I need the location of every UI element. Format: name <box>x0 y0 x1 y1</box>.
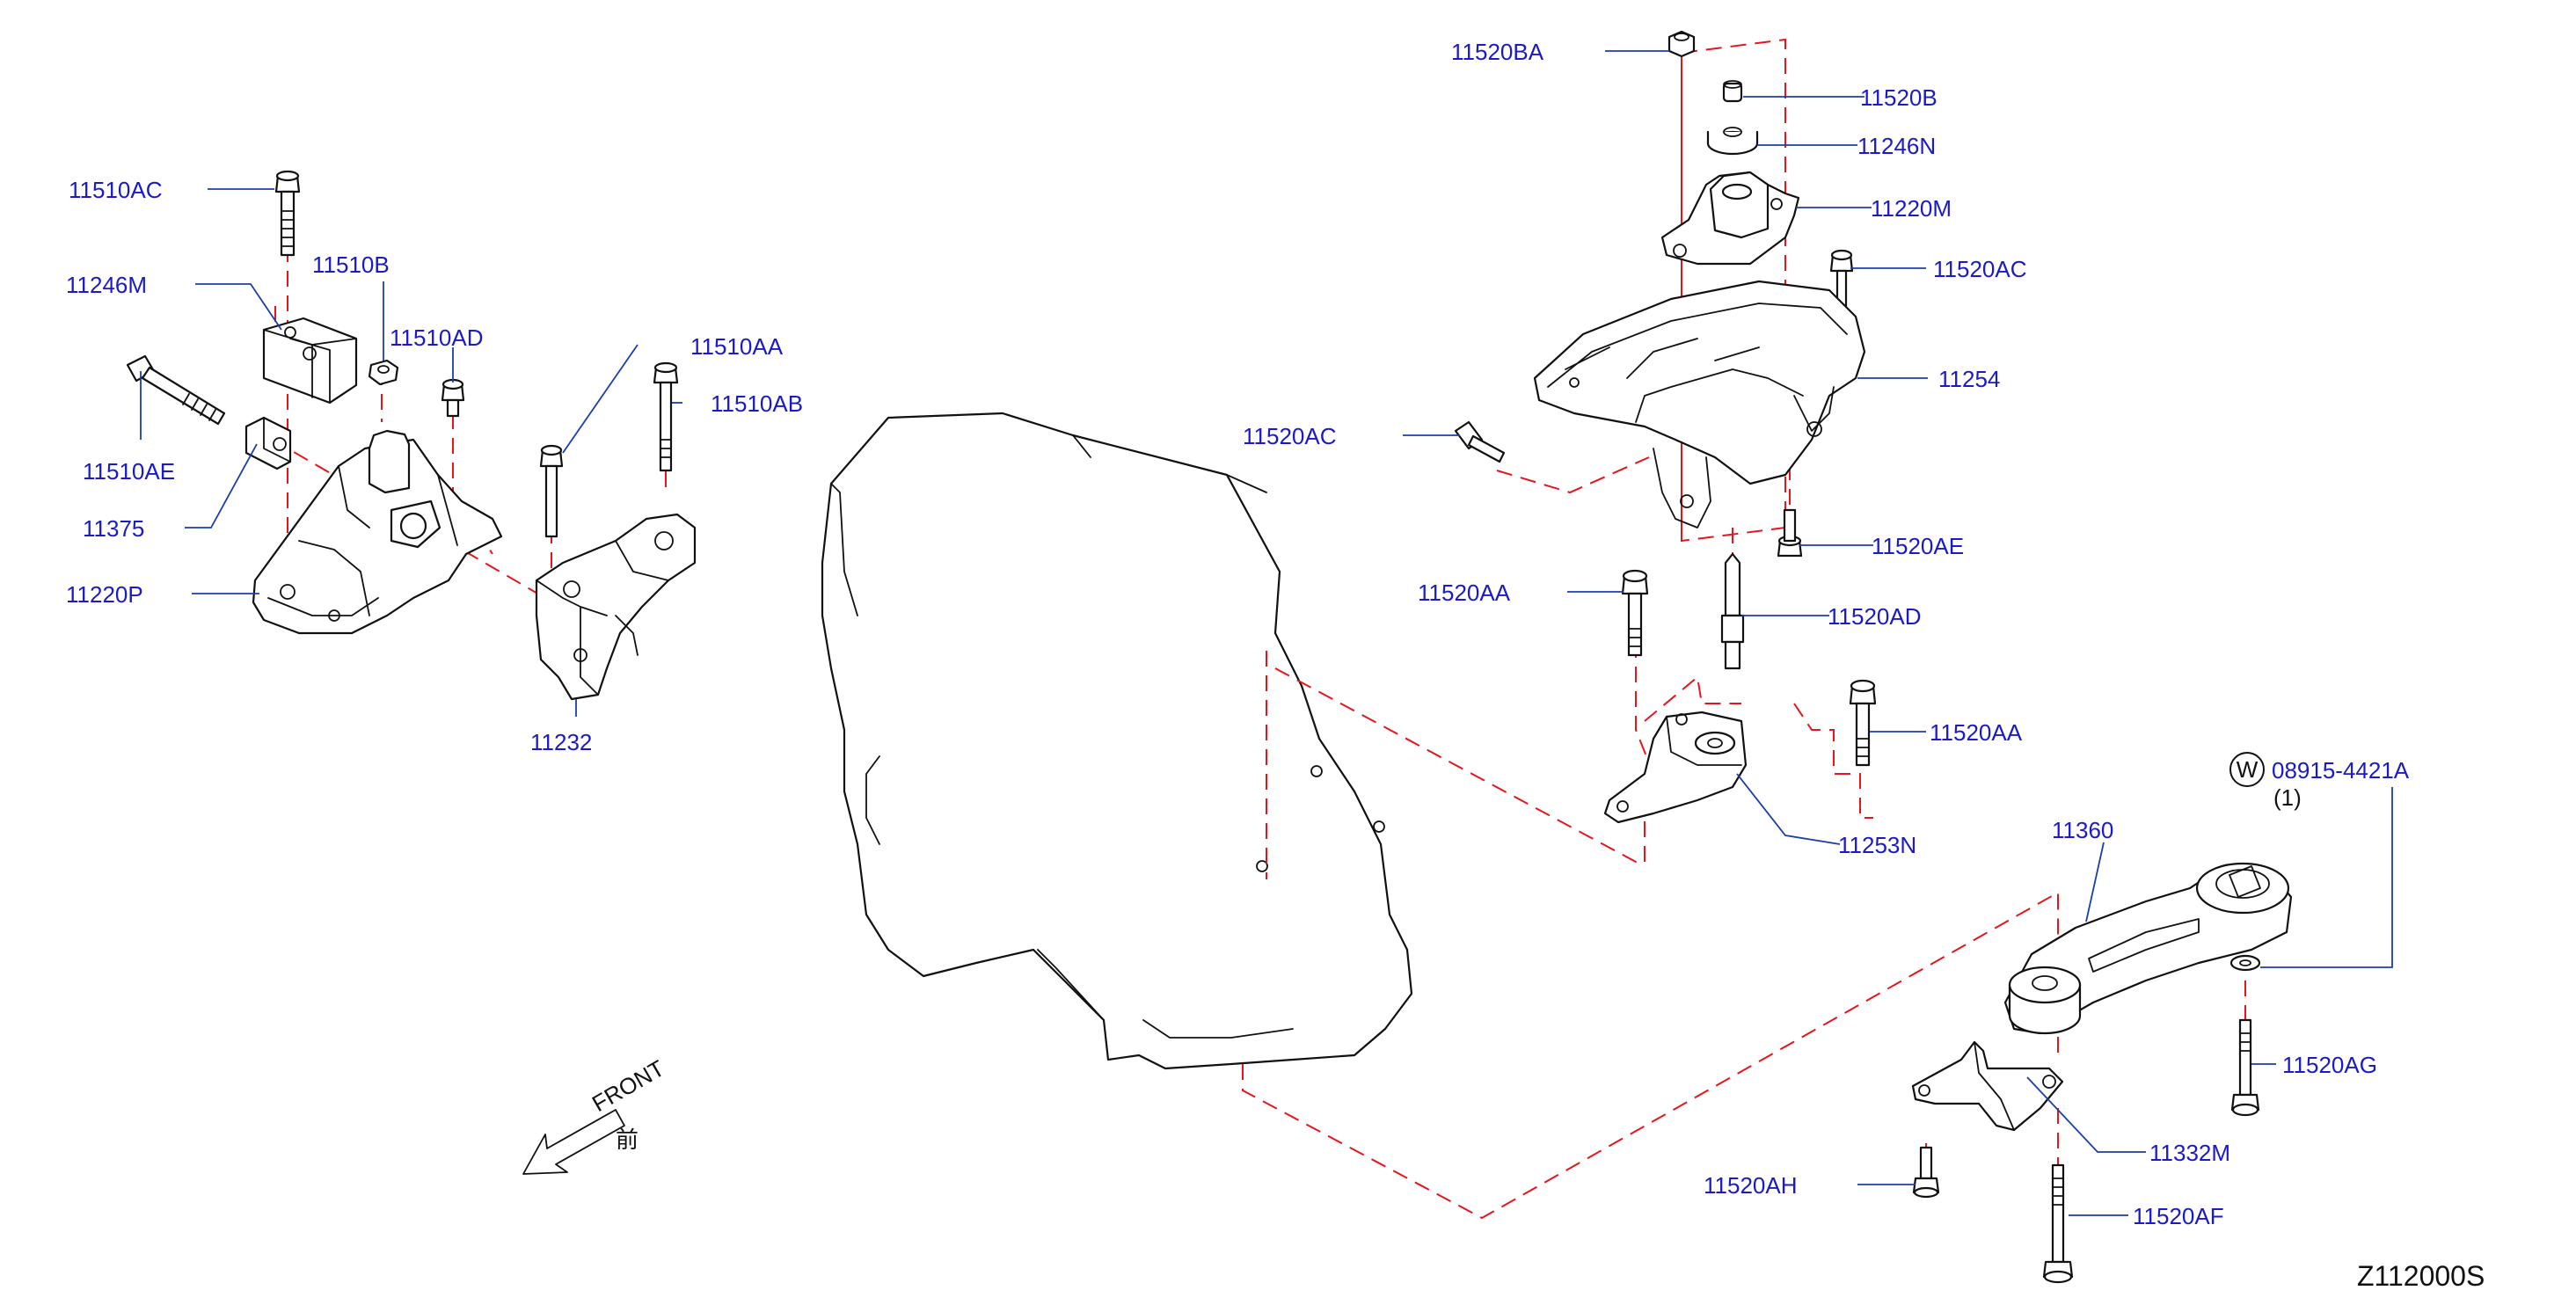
washer-badge-w: W <box>2229 752 2265 787</box>
diagram-code: Z112000S <box>2357 1260 2485 1292</box>
nut-11520BA <box>1667 30 1696 58</box>
leader-lines <box>140 50 2393 1216</box>
bolt-11520AE <box>1777 508 1803 558</box>
mount-11220P <box>252 429 503 635</box>
label-11520AE: 11520AE <box>1872 533 1964 559</box>
bolt-11520AF <box>2042 1163 2074 1284</box>
label-11246N: 11246N <box>1857 133 1936 159</box>
bracket-11253N <box>1603 711 1748 824</box>
label-11520AC-left: 11520AC <box>1243 423 1337 449</box>
label-11332M: 11332M <box>2149 1140 2230 1166</box>
front-arrow-icon <box>522 1109 625 1175</box>
label-11220M: 11220M <box>1871 195 1952 222</box>
mount-11220M <box>1660 171 1800 266</box>
torque-rod-group <box>1911 862 2293 1284</box>
bolt-11510AC <box>274 170 301 257</box>
label-11510AE: 11510AE <box>83 458 175 485</box>
label-11510B: 11510B <box>312 252 390 278</box>
label-11520AG: 11520AG <box>2282 1052 2377 1078</box>
label-11520AA-right: 11520AA <box>1930 719 2023 746</box>
label-11510AD: 11510AD <box>390 324 484 351</box>
bolt-11520AG <box>2230 1018 2260 1117</box>
bracket-11332M <box>1911 1040 2064 1132</box>
bolt-11520AC-left <box>1454 420 1506 463</box>
label-11375: 11375 <box>83 515 144 542</box>
front-indicator: FRONT 前 <box>522 1054 669 1175</box>
washer-08915-4421A <box>2229 954 2261 972</box>
engine-block <box>821 412 1413 1070</box>
bolt-11520AA-right <box>1849 679 1877 767</box>
label-11520AH: 11520AH <box>1704 1172 1798 1199</box>
label-11253N: 11253N <box>1838 832 1916 858</box>
nut-11510B <box>368 359 399 386</box>
bracket-11232 <box>535 513 697 701</box>
label-11520BA: 11520BA <box>1451 39 1544 65</box>
label-11246M: 11246M <box>66 272 147 298</box>
label-11220P: 11220P <box>66 581 143 608</box>
label-11232: 11232 <box>530 729 592 755</box>
collar-11520B <box>1722 80 1743 103</box>
front-label: FRONT <box>587 1054 669 1117</box>
stopper-11246M <box>262 317 358 405</box>
label-11520AD: 11520AD <box>1828 603 1922 630</box>
bolt-11510AE <box>126 354 226 426</box>
badge-w-text: W <box>2237 756 2259 783</box>
bolt-11520AC-top <box>1829 249 1854 308</box>
front-kanji: 前 <box>616 1127 639 1154</box>
left-mount-group <box>126 170 697 701</box>
bolt-11510AA <box>539 444 564 538</box>
label-11510AB: 11510AB <box>711 390 803 417</box>
washer-11246N <box>1706 127 1759 156</box>
bolt-11520AA-left <box>1621 569 1649 657</box>
torque-rod-11360 <box>2003 862 2293 1035</box>
bolt-11510AB <box>653 361 679 472</box>
label-11510AC: 11510AC <box>69 177 163 203</box>
label-11520B: 11520B <box>1860 84 1937 111</box>
right-mount-group <box>1454 30 1877 824</box>
bracket-11254 <box>1533 280 1866 529</box>
label-11520AF: 11520AF <box>2133 1203 2224 1229</box>
label-08915-4421A: 08915-4421A <box>2272 757 2410 784</box>
stud-11520AD <box>1720 552 1745 670</box>
label-08915-qty: (1) <box>2273 784 2302 811</box>
callout-labels: 11510AC 11510B 11246M 11510AD 11510AA 11… <box>66 39 2410 1229</box>
label-11510AA-left: 11510AA <box>690 333 784 360</box>
label-11360: 11360 <box>2052 817 2113 843</box>
label-11520AC-top: 11520AC <box>1933 256 2027 282</box>
bracket-11375 <box>244 416 292 470</box>
label-11254: 11254 <box>1938 366 2000 392</box>
bolt-11520AH <box>1912 1146 1940 1199</box>
label-11520AA-left: 11520AA <box>1418 580 1511 606</box>
bolt-11510AD <box>441 378 465 418</box>
